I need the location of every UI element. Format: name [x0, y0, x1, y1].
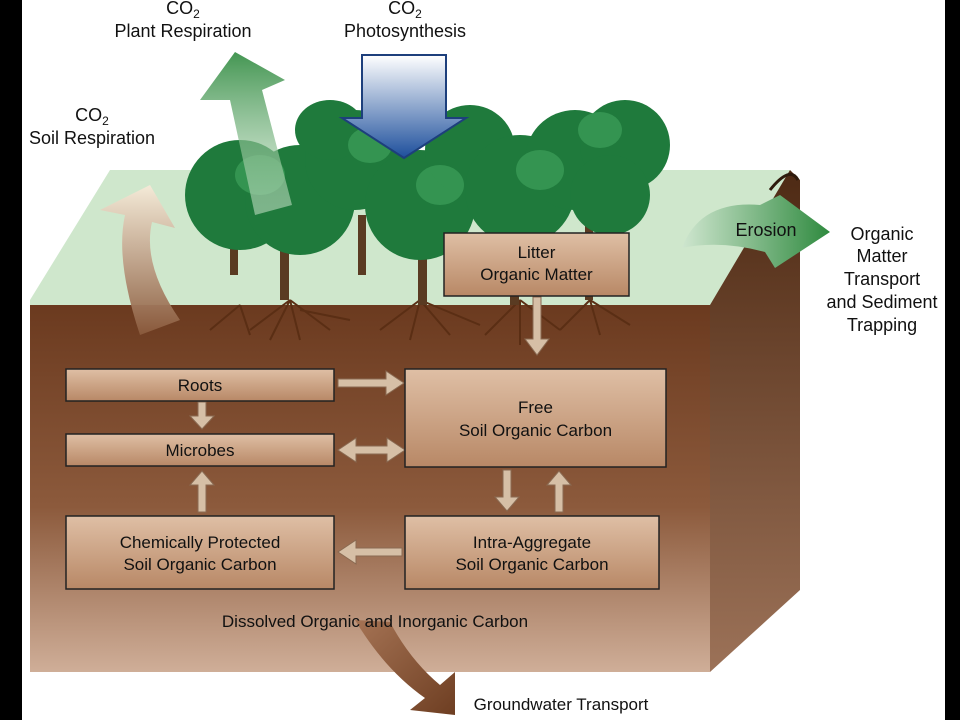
- erosion-arrow: [682, 195, 830, 268]
- plant-respiration-arrow: [200, 52, 292, 215]
- litter-line-2: Organic Matter: [480, 265, 593, 284]
- right-frame: [945, 0, 960, 720]
- microbes-label: Microbes: [166, 441, 235, 460]
- free-line-2: Soil Organic Carbon: [459, 421, 612, 440]
- photosynthesis-label: Photosynthesis: [344, 21, 466, 41]
- free-line-1: Free: [518, 398, 553, 417]
- dissolved-carbon-label: Dissolved Organic and Inorganic Carbon: [222, 612, 528, 631]
- litter-line-1: Litter: [518, 243, 556, 262]
- transport-line-1: Organic: [850, 224, 913, 244]
- transport-line-5: Trapping: [847, 315, 917, 335]
- chem-line-1: Chemically Protected: [120, 533, 281, 552]
- chemically-protected-box: Chemically Protected Soil Organic Carbon: [65, 515, 335, 590]
- intra-line-1: Intra-Aggregate: [473, 533, 591, 552]
- soil-respiration-co2: CO2: [75, 105, 109, 128]
- flow-arrows: [188, 296, 573, 565]
- microbes-box: Microbes: [65, 433, 335, 467]
- intra-line-2: Soil Organic Carbon: [455, 555, 608, 574]
- plant-respiration-label: Plant Respiration: [114, 21, 251, 41]
- root-system: [209, 299, 631, 345]
- left-frame: [0, 0, 22, 720]
- free-soc-box: Free Soil Organic Carbon: [404, 368, 667, 468]
- chem-line-2: Soil Organic Carbon: [123, 555, 276, 574]
- soil-side-face: [710, 170, 800, 672]
- transport-line-3: Transport: [844, 269, 920, 289]
- plant-respiration-co2: CO2: [166, 0, 200, 21]
- soil-respiration-label: Soil Respiration: [29, 128, 155, 148]
- soil-front-face: [30, 305, 710, 672]
- photosynthesis-arrow: [338, 54, 470, 160]
- intra-aggregate-box: Intra-Aggregate Soil Organic Carbon: [404, 515, 660, 590]
- groundwater-label: Groundwater Transport: [474, 695, 649, 714]
- transport-line-4: and Sediment: [826, 292, 937, 312]
- soil-respiration-arrow: [100, 185, 180, 335]
- groundwater-arrow: [355, 620, 455, 715]
- roots-box: Roots: [65, 368, 335, 402]
- roots-label: Roots: [178, 376, 222, 395]
- photosynthesis-co2: CO2: [388, 0, 422, 21]
- transport-line-2: Matter: [856, 246, 907, 266]
- litter-box: Litter Organic Matter: [443, 232, 630, 297]
- side-top-edge: [768, 172, 800, 191]
- erosion-label: Erosion: [735, 220, 796, 240]
